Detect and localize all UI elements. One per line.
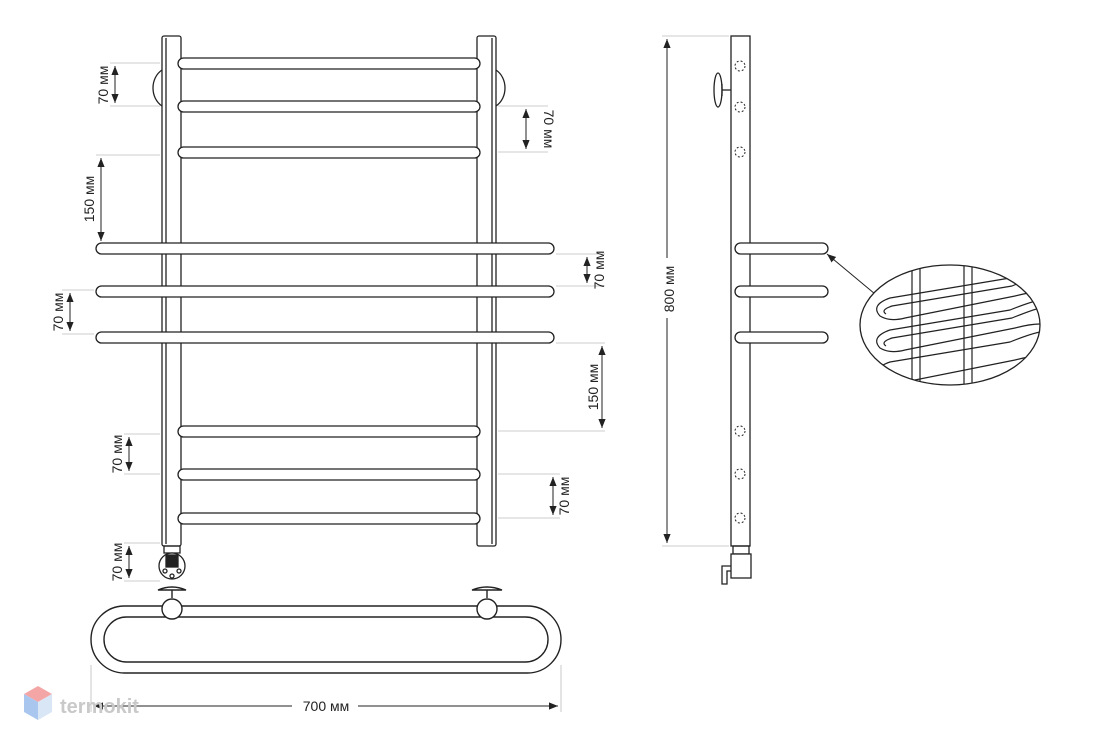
top-view-dimension: 700 мм [90, 665, 562, 714]
heater-connector [158, 545, 186, 580]
cube-logo-icon [24, 686, 52, 720]
top-rungs [177, 57, 481, 159]
front-extension-lines [62, 62, 605, 582]
front-view [95, 35, 555, 580]
dim-label-width: 700 мм [303, 698, 350, 714]
brand-logo: termokit [24, 686, 139, 720]
top-view [90, 586, 562, 674]
dim-label-connector: 70 мм [109, 543, 125, 582]
dim-label-lower-right: 70 мм [556, 477, 572, 516]
front-dimension-labels: 70 мм 70 мм 150 мм 70 мм 70 мм 150 мм 70… [50, 66, 607, 582]
bottom-rungs [177, 425, 481, 525]
side-connector [721, 545, 752, 585]
dim-label-top-left: 70 мм [95, 66, 111, 105]
wall-mount-right [495, 69, 506, 107]
brand-logo-text: termokit [60, 696, 139, 718]
dim-label-shelf-left: 70 мм [50, 293, 66, 332]
top-view-bracket-right [471, 586, 503, 620]
top-view-outer-loop [90, 605, 562, 674]
dim-label-top-right: 70 мм [541, 110, 557, 149]
dim-label-lower-left: 70 мм [109, 435, 125, 474]
top-view-bracket-left [157, 586, 187, 620]
side-bolt-circles [734, 60, 746, 524]
front-dimension-arrows [66, 66, 606, 578]
side-dimension: 800 мм [660, 35, 729, 547]
long-bars [95, 242, 555, 344]
dim-label-gap-right: 150 мм [585, 364, 601, 411]
detail-leader [826, 253, 876, 295]
dim-label-shelf-right: 70 мм [591, 251, 607, 290]
bent-tube-detail-icon [859, 264, 1041, 386]
side-shelf-bars [734, 242, 829, 344]
side-top-mount [713, 72, 731, 108]
side-view [713, 35, 829, 585]
wall-mount-left [152, 69, 163, 107]
dim-label-gap-left: 150 мм [81, 176, 97, 223]
dim-label-height: 800 мм [661, 266, 677, 313]
top-view-inner-loop [103, 616, 549, 663]
